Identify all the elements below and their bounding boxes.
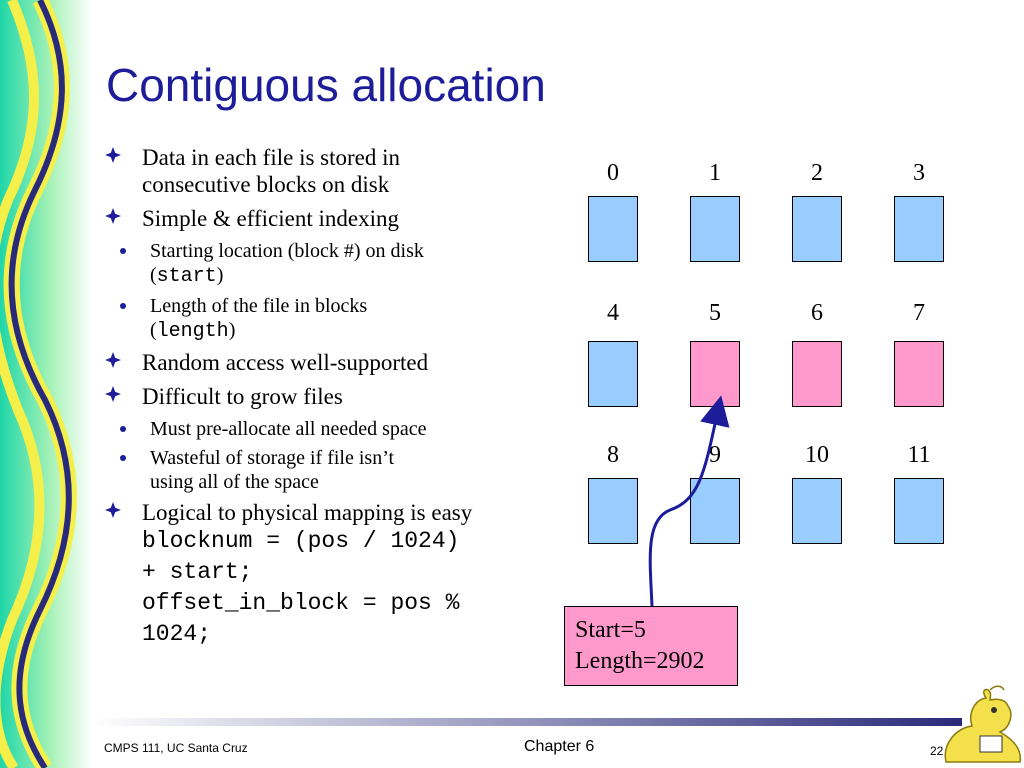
code-line: + start; [142,559,253,585]
block-number-label: 10 [805,442,829,468]
round-bullet-icon [120,455,126,461]
bullet-text: Difficult to grow files [142,384,343,409]
disk-block-used [792,341,842,407]
footer-divider [92,718,962,726]
disk-block-free [588,478,638,544]
block-number-label: 5 [709,300,721,326]
disk-block-free [792,478,842,544]
block-number-label: 4 [607,300,619,326]
bullet-text: Simple & efficient indexing [142,206,399,231]
block-number-label: 11 [907,442,931,468]
sub-bullet-item: Length of the file in blocks (length) [66,294,564,344]
diamond-bullet-icon [105,502,121,518]
sub-bullet-item: Starting location (block #) on disk (sta… [66,239,564,289]
disk-block-free [894,196,944,262]
diamond-bullet-icon [105,386,121,402]
block-number-label: 2 [811,160,823,186]
diamond-bullet-icon [105,352,121,368]
block-number-label: 0 [607,160,619,186]
diamond-bullet-icon [105,147,121,163]
sub-bullet-text: (length) [150,319,236,343]
block-number-label: 3 [913,160,925,186]
page-number: 22 [930,744,944,758]
bullet-text: consecutive blocks on disk [142,172,390,197]
disk-block-free [588,196,638,262]
code-line: blocknum = (pos / 1024) [142,528,460,554]
footer-chapter: Chapter 6 [524,738,595,755]
round-bullet-icon [120,303,126,309]
block-number-label: 9 [709,442,721,468]
round-bullet-icon [120,248,126,254]
bullet-item: Simple & efficient indexing [104,205,564,232]
diamond-bullet-icon [105,208,121,224]
bullet-item: Difficult to grow files [104,383,564,410]
footer-course: CMPS 111, UC Santa Cruz [104,741,248,755]
disk-block-used [690,341,740,407]
slide-title: Contiguous allocation [106,59,546,111]
disk-block-free [588,341,638,407]
bullet-text: Data in each file is stored in [142,145,401,170]
sub-bullet-text: using all of the space [150,471,319,493]
sub-bullet-text: Wasteful of storage if file isn’t [150,447,395,469]
bullet-text: Random access well-supported [142,350,429,375]
sub-bullet-text: (start) [150,264,224,288]
start-value: Start=5 [575,617,646,643]
bullet-item: Logical to physical mapping is easy bloc… [104,499,564,650]
bullet-text: Logical to physical mapping is easy [142,500,473,525]
sub-bullet-text: Length of the file in blocks [150,295,368,317]
sub-bullet-text: Must pre-allocate all needed space [150,418,427,440]
bullet-item: Random access well-supported [104,349,564,376]
code-line: 1024; [142,621,212,647]
block-number-label: 8 [607,442,619,468]
slug-mascot-icon [944,685,1022,763]
block-number-label: 1 [709,160,721,186]
code-block: blocknum = (pos / 1024) + start; offset_in… [142,526,564,650]
disk-block-free [690,478,740,544]
disk-block-free [690,196,740,262]
block-number-label: 7 [913,300,925,326]
file-info-box: Start=5 Length=2902 [564,606,738,686]
bullet-list: Data in each file is stored in consecuti… [104,144,564,650]
disk-block-free [894,478,944,544]
round-bullet-icon [120,426,126,432]
length-value: Length=2902 [575,648,705,674]
disk-block-free [792,196,842,262]
code-term: start [156,265,217,288]
sub-bullet-item: Must pre-allocate all needed space [66,417,564,441]
sub-bullet-item: Wasteful of storage if file isn’t using … [66,446,564,494]
block-number-label: 6 [811,300,823,326]
bullet-item: Data in each file is stored in consecuti… [104,144,564,198]
code-line: offset_in_block = pos % [142,590,460,616]
code-term: length [156,320,229,343]
left-decoration [0,0,92,768]
disk-block-used [894,341,944,407]
sub-bullet-text: Starting location (block #) on disk [150,240,424,262]
